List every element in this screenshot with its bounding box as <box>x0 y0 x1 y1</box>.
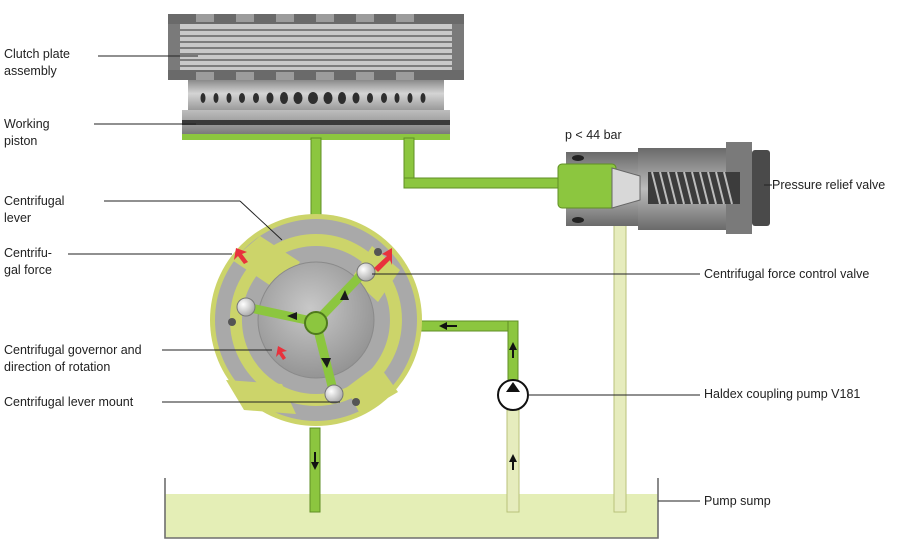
working-piston <box>182 80 450 140</box>
haldex-pump-symbol <box>497 379 529 411</box>
label-pressure-value: p < 44 bar <box>565 128 622 142</box>
intake-lines <box>506 205 627 513</box>
label-clutch-plate-assembly: Clutch plate assembly <box>4 47 71 78</box>
label-centrifugal-lever: Centrifugal lever <box>4 194 65 225</box>
label-centrifugal-lever-mount: Centrifugal lever mount <box>4 395 134 409</box>
leader-lines <box>68 55 772 502</box>
pump-sump <box>164 478 659 539</box>
clutch-plate-assembly <box>168 14 464 80</box>
centrifugal-force-arrows <box>234 248 392 360</box>
centrifugal-governor <box>210 214 422 426</box>
pressure-relief-valve <box>557 142 770 234</box>
label-centrifugal-governor: Centrifugal governor and direction of ro… <box>4 343 142 374</box>
label-centrifugal-force: Centrifu-gal force <box>4 246 52 277</box>
label-centrifugal-force-control-valve: Centrifugal force control valve <box>704 267 870 281</box>
label-working-piston: Working piston <box>4 117 50 148</box>
label-pressure-relief-valve: Pressure relief valve <box>772 178 886 192</box>
flow-arrows <box>311 322 517 470</box>
label-haldex-coupling-pump: Haldex coupling pump V181 <box>704 387 861 401</box>
label-pump-sump: Pump sump <box>704 494 771 508</box>
